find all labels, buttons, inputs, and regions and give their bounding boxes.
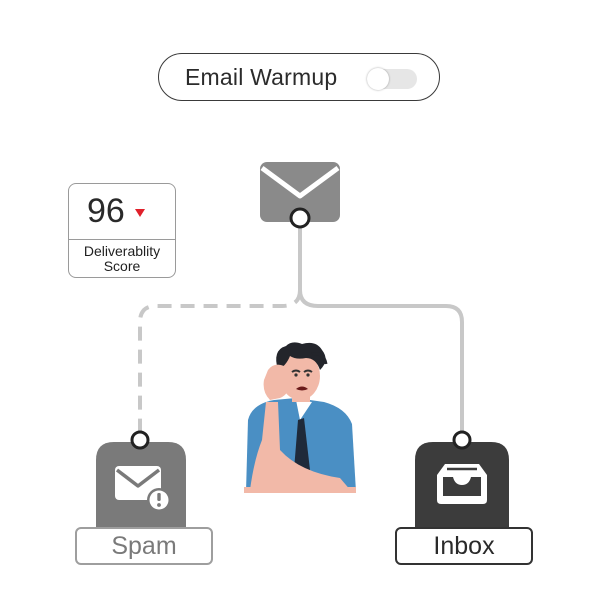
- deliverability-score-card: 96 Deliverablity Score: [68, 183, 176, 278]
- frustrated-man-illustration: [244, 342, 356, 493]
- spam-connector-line: [138, 289, 302, 436]
- score-label: Deliverablity Score: [69, 244, 175, 274]
- spam-label: Spam: [75, 527, 213, 565]
- inbox-tray-icon: [437, 464, 487, 504]
- source-envelope-icon: [260, 162, 340, 229]
- spam-box: [96, 430, 186, 530]
- email-warmup-label: Email Warmup: [185, 64, 338, 90]
- envelope-alert-icon: [115, 466, 171, 512]
- score-value: 96: [87, 192, 125, 230]
- score-label-line2: Score: [103, 258, 141, 274]
- email-warmup-toggle-container: Email Warmup: [158, 53, 440, 101]
- inbox-label: Inbox: [395, 527, 533, 565]
- score-label-line1: Deliverablity: [83, 243, 161, 259]
- toggle-knob: [367, 68, 389, 90]
- inbox-box: [415, 430, 509, 530]
- email-warmup-toggle[interactable]: [367, 68, 417, 90]
- trend-down-icon: [135, 209, 145, 217]
- score-divider: [69, 239, 175, 240]
